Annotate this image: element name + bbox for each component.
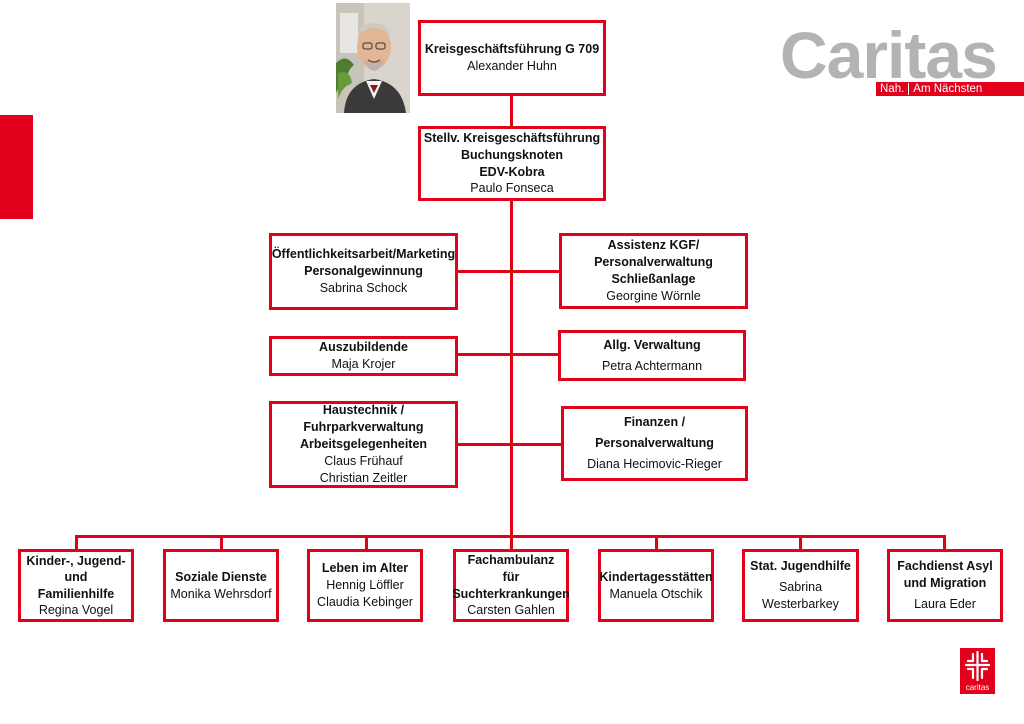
department-title: Stat. Jugendhilfe bbox=[750, 559, 851, 574]
deputy-line3: EDV-Kobra bbox=[479, 164, 545, 179]
connector-dept-7 bbox=[943, 535, 946, 551]
connector-staff-left-1 bbox=[455, 270, 511, 273]
department-box-soziale-dienste: Soziale Dienste Monika Wehrsdorf bbox=[163, 549, 279, 622]
caritas-logo-wordmark: Caritas bbox=[780, 18, 998, 92]
head-title: Kreisgeschäftsführung G 709 bbox=[424, 42, 600, 57]
staff-person: Georgine Wörnle bbox=[606, 288, 701, 303]
head-person: Alexander Huhn bbox=[467, 59, 557, 73]
department-box-asyl-migration: Fachdienst Asyl und Migration Laura Eder bbox=[887, 549, 1003, 622]
staff-person: Sabrina Schock bbox=[319, 280, 408, 295]
head-box: Kreisgeschäftsführung G 709 Alexander Hu… bbox=[418, 20, 606, 96]
department-person: Hennig Löffler bbox=[326, 578, 404, 593]
department-title-3: Familienhilfe bbox=[37, 586, 115, 601]
deputy-line1: Stellv. Kreisgeschäftsführung bbox=[423, 130, 601, 145]
deputy-person: Paulo Fonseca bbox=[470, 181, 554, 196]
deputy-box: Stellv. Kreisgeschäftsführung Buchungskn… bbox=[418, 126, 606, 201]
connector-staff-left-3 bbox=[455, 443, 511, 446]
connector-staff-right-2 bbox=[511, 353, 560, 356]
tagline-separator bbox=[908, 83, 910, 95]
department-title-2: und Migration bbox=[903, 576, 987, 591]
staff-box-marketing: Öffentlichkeitsarbeit/Marketing Personal… bbox=[269, 233, 458, 310]
department-person: Regina Vogel bbox=[38, 602, 114, 617]
staff-title: Assistenz KGF/ bbox=[607, 238, 700, 253]
staff-box-finanzen: Finanzen / Personalverwaltung Diana Heci… bbox=[561, 406, 748, 481]
deputy-line2: Buchungsknoten bbox=[460, 147, 564, 162]
tagline-am-naechsten: Am Nächsten bbox=[913, 83, 983, 95]
connector-main-trunk bbox=[510, 199, 513, 537]
red-side-bar bbox=[0, 115, 33, 219]
connector-dept-6 bbox=[799, 535, 802, 551]
department-title: Kinder-, Jugend- bbox=[26, 554, 126, 568]
connector-dept-1 bbox=[75, 535, 78, 551]
department-title: Leben im Alter bbox=[321, 561, 409, 576]
connector-dept-5 bbox=[655, 535, 658, 551]
staff-box-auszubildende: Auszubildende Maja Krojer bbox=[269, 336, 458, 376]
caritas-cross-emblem-icon: caritas bbox=[960, 648, 995, 694]
connector-staff-left-2 bbox=[455, 353, 511, 356]
staff-box-verwaltung: Allg. Verwaltung Petra Achtermann bbox=[558, 330, 746, 381]
staff-person-2: Christian Zeitler bbox=[319, 470, 408, 485]
staff-person: Petra Achtermann bbox=[601, 358, 703, 373]
staff-subtitle-2: Schließanlage bbox=[611, 272, 696, 286]
staff-subtitle: Personalverwaltung bbox=[595, 436, 714, 451]
connector-dept-2 bbox=[220, 535, 223, 551]
connector-head-deputy bbox=[510, 94, 513, 127]
department-person-2: Claudia Kebinger bbox=[317, 594, 413, 609]
staff-subtitle: Personalgewinnung bbox=[304, 264, 423, 279]
department-title: Fachdienst Asyl bbox=[897, 559, 993, 574]
staff-subtitle: Personalverwaltung bbox=[594, 255, 713, 270]
connector-staff-right-1 bbox=[511, 270, 561, 273]
staff-title: Öffentlichkeitsarbeit/Marketing bbox=[271, 247, 456, 262]
department-title: Kindertagesstätten bbox=[599, 569, 713, 584]
department-person: Sabrina bbox=[778, 580, 823, 595]
staff-person: Maja Krojer bbox=[331, 357, 396, 371]
department-title: Soziale Dienste bbox=[175, 569, 267, 584]
connector-staff-right-3 bbox=[511, 443, 563, 446]
department-person: Laura Eder bbox=[914, 596, 976, 611]
department-box-stat-jugendhilfe: Stat. Jugendhilfe Sabrina Westerbarkey bbox=[742, 549, 859, 622]
staff-person: Diana Hecimovic-Rieger bbox=[587, 456, 722, 471]
staff-box-assistenz: Assistenz KGF/ Personalverwaltung Schlie… bbox=[559, 233, 748, 309]
department-box-fachambulanz: Fachambulanz für Suchterkrankungen Carst… bbox=[452, 549, 570, 622]
emblem-label: caritas bbox=[966, 683, 990, 692]
department-box-leben-im-alter: Leben im Alter Hennig Löffler Claudia Ke… bbox=[307, 549, 423, 622]
caritas-tagline: Nah. Am Nächsten bbox=[876, 82, 1024, 96]
staff-title: Finanzen / bbox=[623, 415, 686, 430]
staff-title: Auszubildende bbox=[319, 340, 408, 355]
staff-title: Haustechnik / bbox=[322, 403, 405, 418]
portrait-photo bbox=[336, 3, 410, 113]
staff-title: Allg. Verwaltung bbox=[603, 337, 701, 352]
department-person: Carsten Gahlen bbox=[467, 603, 555, 618]
department-title-2: und bbox=[64, 570, 88, 585]
department-title-2: Suchterkrankungen bbox=[452, 586, 570, 601]
department-title: Fachambulanz für bbox=[467, 552, 555, 584]
department-box-kindertagesstaetten: Kindertagesstätten Manuela Otschik bbox=[598, 549, 714, 622]
staff-box-haustechnik: Haustechnik / Fuhrparkverwaltung Arbeits… bbox=[269, 401, 458, 488]
department-box-kinder-jugend: Kinder-, Jugend- und Familienhilfe Regin… bbox=[18, 549, 134, 622]
staff-person: Claus Frühauf bbox=[324, 453, 403, 468]
tagline-nah: Nah. bbox=[880, 83, 905, 95]
staff-subtitle-2: Arbeitsgelegenheiten bbox=[299, 437, 428, 452]
department-person: Manuela Otschik bbox=[609, 586, 703, 601]
connector-dept-4 bbox=[510, 535, 513, 551]
department-person-2: Westerbarkey bbox=[762, 596, 839, 611]
connector-dept-3 bbox=[365, 535, 368, 551]
staff-subtitle: Fuhrparkverwaltung bbox=[303, 420, 424, 435]
department-person: Monika Wehrsdorf bbox=[170, 586, 272, 601]
